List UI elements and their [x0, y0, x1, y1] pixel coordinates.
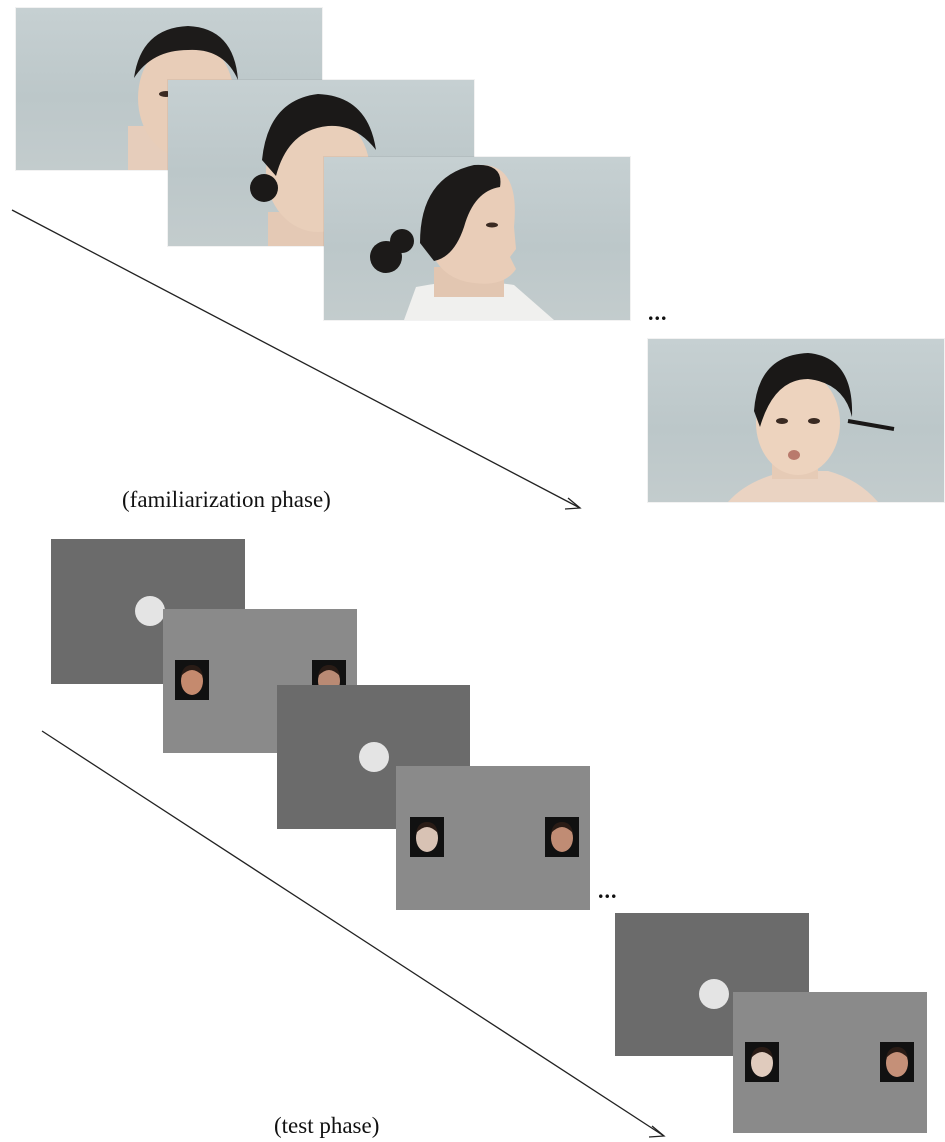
familiarization-caption: (familiarization phase): [122, 487, 331, 512]
frontal-face-variant-photo: [728, 353, 895, 502]
face-pair-screen-2: [396, 766, 590, 910]
test-ellipsis: ...: [598, 878, 618, 903]
fixation-dot: [359, 742, 389, 772]
face-icon: [181, 665, 203, 695]
familiarization-frame-3: [324, 157, 630, 320]
fixation-dot: [699, 979, 729, 1009]
test-caption: (test phase): [274, 1113, 380, 1138]
left-face-thumbnail: [745, 1042, 779, 1082]
profile-face-photo: [370, 164, 554, 320]
face-icon: [886, 1047, 908, 1077]
left-face-thumbnail: [175, 660, 209, 700]
face-icon: [751, 1047, 773, 1077]
face-pair-screen-last: [733, 992, 927, 1133]
left-face-thumbnail: [410, 817, 444, 857]
fixation-dot: [135, 596, 165, 626]
familiarization-ellipsis: ...: [648, 300, 668, 325]
familiarization-frame-last: [648, 339, 944, 502]
right-face-thumbnail: [880, 1042, 914, 1082]
face-icon: [551, 822, 573, 852]
right-face-thumbnail: [545, 817, 579, 857]
face-icon: [416, 822, 438, 852]
